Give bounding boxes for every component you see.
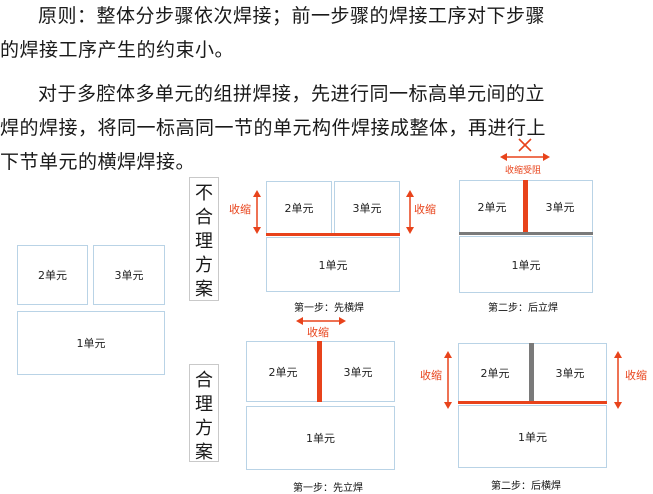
good-step2-unit-3: 3单元 (533, 343, 607, 402)
method-line-1: 对于多腔体多单元的组拼焊接，先进行同一标高单元间的立 (38, 83, 546, 105)
double-arrow-vertical-icon (253, 190, 261, 234)
bad-step1-horizontal-weld (266, 233, 400, 236)
reasonable-plan-label: 合 理 方 案 (189, 364, 219, 463)
bad-step1-shrink-label-right: 收缩 (414, 203, 436, 216)
method-line-3: 下节单元的横焊焊接。 (0, 151, 196, 173)
overview-unit-3: 3单元 (93, 245, 165, 305)
good-step2-shrink-label-left: 收缩 (420, 369, 442, 382)
principle-line-2: 的焊接工序产生的约束小。 (0, 39, 235, 61)
bad-step2-caption: 第二步：后立焊 (488, 303, 558, 314)
good-step2-completed-vertical-weld (529, 343, 534, 402)
good-step1-shrink-label: 收缩 (307, 326, 329, 339)
overview-unit-2: 2单元 (17, 245, 88, 305)
bad-step2-unit-3: 3单元 (527, 180, 593, 234)
good-step1-unit-2: 2单元 (246, 341, 320, 402)
bad-step2-unit-1: 1单元 (459, 236, 593, 293)
double-arrow-horizontal-icon (500, 153, 550, 161)
unreasonable-plan-label: 不 合 理 方 案 (189, 177, 219, 301)
overview-unit-1: 1单元 (17, 311, 165, 375)
good-step2-horizontal-weld (458, 401, 607, 404)
method-line-2: 焊的焊接，将同一标高同一节的单元构件焊接成整体，再进行上 (0, 117, 547, 139)
bad-step2-unit-2: 2单元 (459, 180, 525, 234)
good-step1-unit-1: 1单元 (246, 406, 395, 470)
bad-step1-unit-2: 2单元 (266, 181, 332, 235)
bad-step1-caption: 第一步：先横焊 (294, 303, 364, 314)
good-step1-caption: 第一步：先立焊 (293, 483, 363, 494)
cross-mark-icon (518, 138, 532, 152)
double-arrow-vertical-icon (614, 351, 622, 409)
shrink-blocked-label: 收缩受阻 (505, 166, 542, 176)
bad-step1-unit-1: 1单元 (266, 237, 400, 292)
good-step2-unit-1: 1单元 (458, 405, 607, 468)
good-step2-unit-2: 2单元 (458, 343, 532, 402)
bad-step2-completed-horizontal-weld (459, 232, 593, 235)
good-step1-unit-3: 3单元 (321, 341, 395, 402)
double-arrow-horizontal-icon (296, 317, 346, 325)
bad-step1-shrink-label-left: 收缩 (229, 203, 251, 216)
bad-step2-vertical-weld (523, 180, 528, 234)
good-step1-vertical-weld (317, 341, 322, 402)
bad-step1-unit-3: 3单元 (334, 181, 400, 235)
principle-line-1: 原则：整体分步骤依次焊接；前一步骤的焊接工序对下步骤 (38, 5, 546, 27)
double-arrow-vertical-icon (444, 351, 452, 409)
good-step2-shrink-label-right: 收缩 (625, 369, 647, 382)
good-step2-caption: 第二步：后横焊 (491, 481, 561, 492)
double-arrow-vertical-icon (406, 190, 414, 234)
